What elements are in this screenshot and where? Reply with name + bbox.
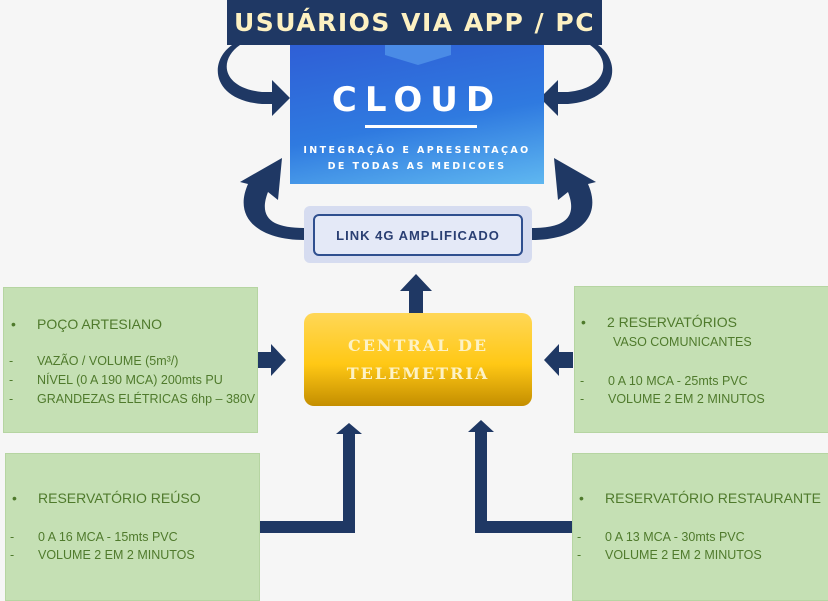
link-4g-label: LINK 4G AMPLIFICADO <box>336 227 500 243</box>
arrow-poco-to-central <box>257 344 286 376</box>
curved-arrow-bottom-right <box>532 158 596 240</box>
bullet-icon: • <box>579 490 584 506</box>
arrow-central-to-link <box>400 274 432 313</box>
source-heading: • RESERVATÓRIO RESTAURANTE <box>579 490 821 506</box>
source-item: -NÍVEL (0 A 190 MCA) 200mts PU <box>9 373 223 387</box>
arrow-reuso-to-central <box>259 423 362 533</box>
source-heading: • RESERVATÓRIO REÚSO <box>12 490 201 506</box>
source-item: -0 A 10 MCA - 25mts PVC <box>580 374 748 388</box>
source-2-reservatorios: • 2 RESERVATÓRIOS VASO COMUNICANTES -0 A … <box>574 286 828 433</box>
cloud-tab-shape <box>385 45 451 65</box>
source-reservatorio-reuso: • RESERVATÓRIO REÚSO -0 A 16 MCA - 15mts … <box>5 453 260 601</box>
source-item: -VOLUME 2 EM 2 MINUTOS <box>577 548 762 562</box>
banner-title: USUÁRIOS VIA APP / PC <box>233 8 596 37</box>
curved-arrow-top-left <box>217 45 290 116</box>
source-item: -0 A 16 MCA - 15mts PVC <box>10 530 178 544</box>
source-heading: • POÇO ARTESIANO <box>11 316 162 332</box>
central-line2: TELEMETRIA <box>346 363 490 383</box>
source-title: POÇO ARTESIANO <box>37 316 162 332</box>
bullet-icon: • <box>12 490 17 506</box>
source-subtitle: VASO COMUNICANTES <box>613 335 752 349</box>
link-4g-box: LINK 4G AMPLIFICADO <box>304 206 532 263</box>
source-heading: • 2 RESERVATÓRIOS <box>581 314 737 330</box>
source-title: 2 RESERVATÓRIOS <box>607 314 737 330</box>
source-item: -VOLUME 2 EM 2 MINUTOS <box>10 548 195 562</box>
central-telemetria-box: CENTRAL DE TELEMETRIA <box>304 313 532 406</box>
cloud-underline <box>365 125 477 128</box>
arrow-reservatorios-to-central <box>544 344 573 376</box>
source-reservatorio-restaurante: • RESERVATÓRIO RESTAURANTE -0 A 13 MCA - … <box>572 453 828 601</box>
users-app-pc-banner: USUÁRIOS VIA APP / PC <box>227 0 602 45</box>
cloud-box: CLOUD INTEGRAÇÃO E APRESENTAÇAO DE TODAS… <box>290 45 544 184</box>
curved-arrow-bottom-left <box>240 158 304 240</box>
arrow-restaurante-to-central <box>468 420 572 533</box>
cloud-title: CLOUD <box>331 80 503 120</box>
central-line1: CENTRAL DE <box>347 335 489 355</box>
cloud-subtitle-line2: DE TODAS AS MEDICOES <box>327 161 507 172</box>
source-poco-artesiano: • POÇO ARTESIANO -VAZÃO / VOLUME (5m³/) -… <box>3 287 258 433</box>
source-item: -VOLUME 2 EM 2 MINUTOS <box>580 392 765 406</box>
source-title: RESERVATÓRIO REÚSO <box>38 490 201 506</box>
source-item: -0 A 13 MCA - 30mts PVC <box>577 530 745 544</box>
source-title: RESERVATÓRIO RESTAURANTE <box>605 490 821 506</box>
curved-arrow-top-right <box>540 45 613 116</box>
cloud-subtitle-line1: INTEGRAÇÃO E APRESENTAÇAO <box>303 145 531 156</box>
bullet-icon: • <box>11 316 16 332</box>
bullet-icon: • <box>581 314 586 330</box>
source-item: -GRANDEZAS ELÉTRICAS 6hp – 380V <box>9 392 256 406</box>
source-item: -VAZÃO / VOLUME (5m³/) <box>9 354 179 368</box>
link-4g-inner: LINK 4G AMPLIFICADO <box>313 214 523 256</box>
